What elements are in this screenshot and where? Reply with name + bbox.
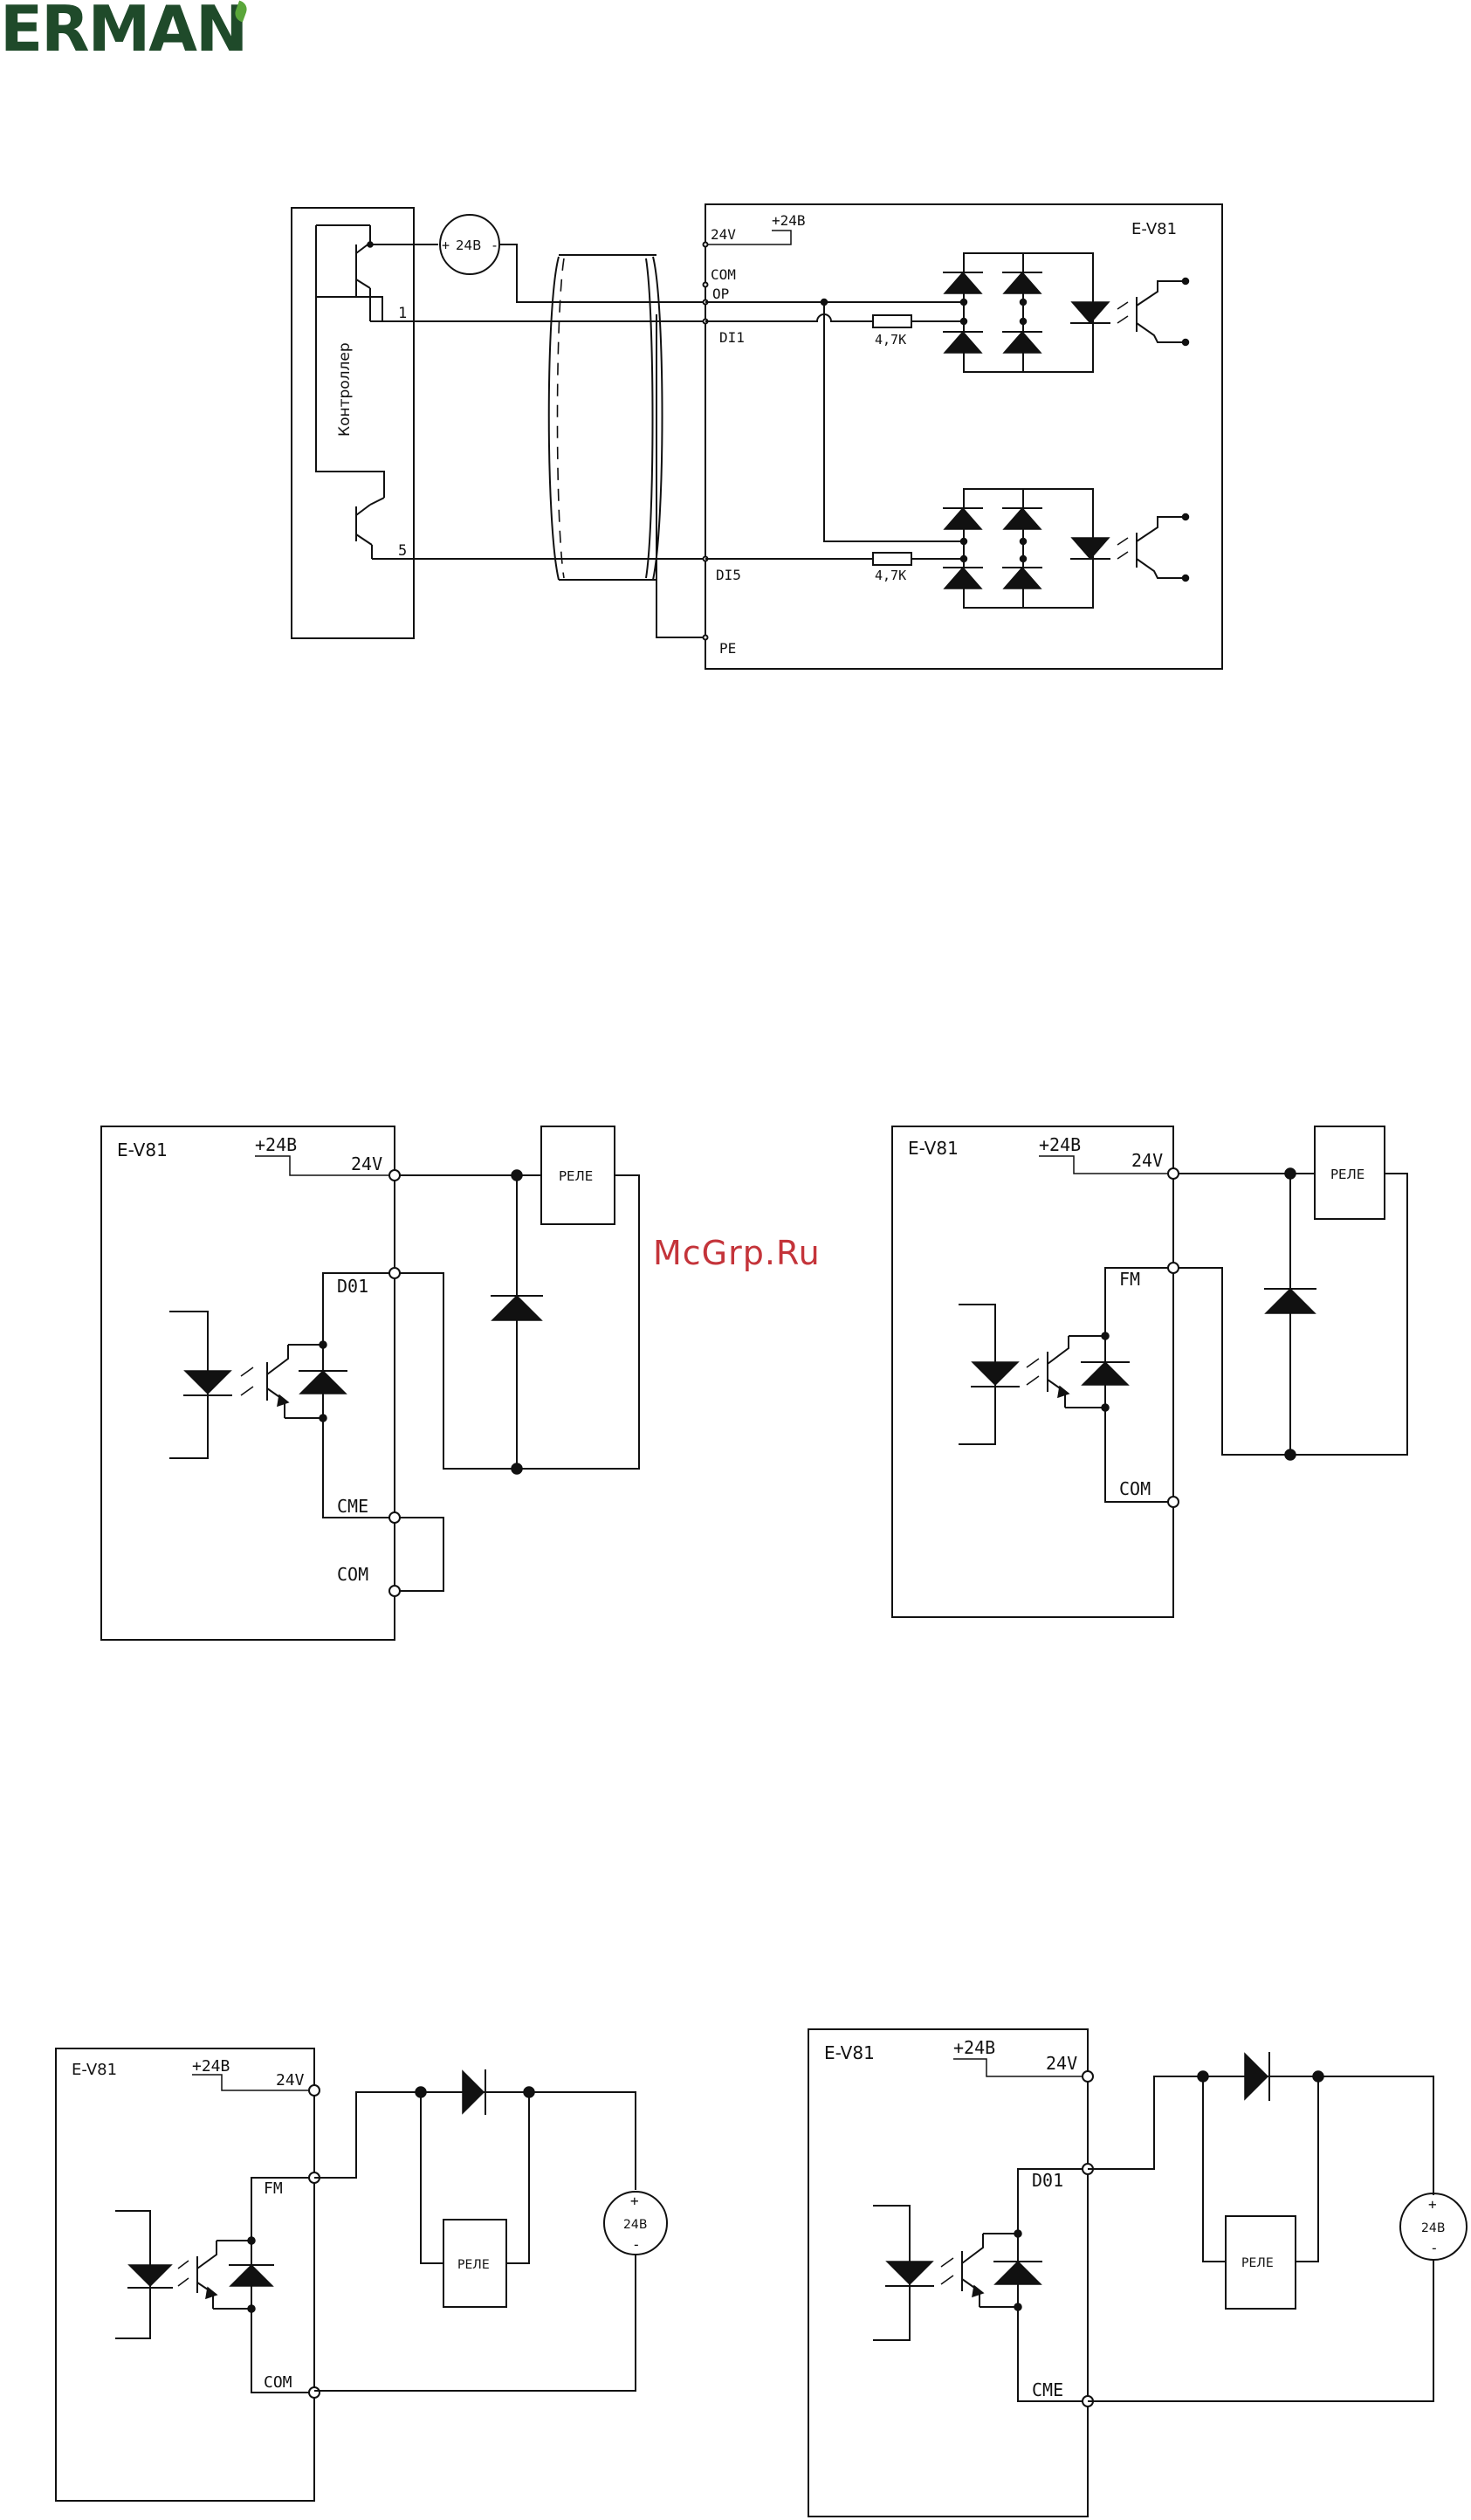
term-d01: D01 bbox=[1032, 2170, 1063, 2191]
plus24-label: +24В bbox=[953, 2037, 995, 2058]
relay-coil bbox=[1315, 1126, 1385, 1219]
controller-label: Контроллер bbox=[336, 342, 354, 437]
device-label: E-V81 bbox=[1131, 220, 1177, 238]
term-d01: D01 bbox=[337, 1276, 368, 1297]
device-box bbox=[705, 204, 1222, 669]
term-di5: DI5 bbox=[716, 567, 741, 583]
relay-coil bbox=[541, 1126, 615, 1224]
supply-plus: + bbox=[1428, 2196, 1437, 2213]
term-24v: 24V bbox=[1046, 2053, 1077, 2074]
device-label: E-V81 bbox=[908, 1138, 959, 1159]
relay-label: РЕЛЕ bbox=[1241, 2256, 1274, 2270]
terminal-5: 5 bbox=[398, 542, 407, 560]
term-com: COM bbox=[711, 266, 736, 283]
term-24v: 24V bbox=[1131, 1150, 1163, 1171]
terminal-1: 1 bbox=[398, 305, 407, 322]
relay-label: РЕЛЕ bbox=[1330, 1167, 1364, 1182]
plus24-label: +24В bbox=[1039, 1134, 1081, 1155]
external-supply bbox=[604, 2192, 667, 2255]
term-di1: DI1 bbox=[719, 329, 745, 346]
erman-logo: ERMAN bbox=[0, 0, 246, 58]
resistor-2 bbox=[873, 553, 911, 565]
term-24v: 24V bbox=[276, 2071, 305, 2090]
device-box bbox=[892, 1126, 1173, 1617]
device-box bbox=[56, 2048, 314, 2501]
plus24-label: +24В bbox=[255, 1134, 297, 1155]
supply-minus: - bbox=[632, 2236, 641, 2253]
supply-label: 24В bbox=[456, 238, 481, 253]
supply-source bbox=[440, 215, 499, 274]
term-cme: CME bbox=[1032, 2379, 1063, 2400]
term-fm: FM bbox=[1119, 1269, 1140, 1290]
supply-plus: + bbox=[630, 2193, 639, 2209]
term-com: COM bbox=[264, 2373, 292, 2392]
term-op: OP bbox=[712, 286, 729, 302]
device-box bbox=[808, 2029, 1088, 2517]
plus24-label: +24В bbox=[192, 2057, 230, 2076]
controller-box bbox=[292, 208, 414, 638]
supply-minus: - bbox=[491, 238, 498, 253]
device-box bbox=[101, 1126, 395, 1640]
supply-label: 24В bbox=[1421, 2221, 1445, 2235]
term-com: COM bbox=[337, 1564, 368, 1585]
term-24v: 24V bbox=[711, 226, 736, 243]
term-com: COM bbox=[1119, 1478, 1151, 1499]
watermark: McGrp.Ru bbox=[653, 1234, 821, 1272]
device-label: E-V81 bbox=[824, 2042, 875, 2063]
external-supply bbox=[1400, 2193, 1467, 2260]
term-pe: PE bbox=[719, 640, 736, 657]
resistor-1-label: 4,7K bbox=[875, 332, 906, 348]
term-plus24: +24В bbox=[772, 212, 806, 229]
relay-label: РЕЛЕ bbox=[457, 2258, 490, 2272]
relay-label: РЕЛЕ bbox=[559, 1168, 593, 1184]
device-label: E-V81 bbox=[117, 1140, 168, 1160]
term-24v: 24V bbox=[351, 1153, 382, 1174]
supply-label: 24В bbox=[623, 2218, 647, 2232]
opto-bridge-5 bbox=[943, 489, 1189, 608]
resistor-1 bbox=[873, 315, 911, 327]
opto-bridge-1 bbox=[943, 253, 1189, 372]
relay-coil bbox=[1226, 2216, 1296, 2309]
device-label: E-V81 bbox=[72, 2061, 117, 2079]
relay-coil bbox=[443, 2220, 506, 2307]
term-cme: CME bbox=[337, 1496, 368, 1517]
resistor-2-label: 4,7K bbox=[875, 568, 906, 583]
term-fm: FM bbox=[264, 2179, 283, 2198]
supply-minus: - bbox=[1430, 2240, 1439, 2256]
logo-text: ERMAN bbox=[0, 0, 246, 65]
supply-plus: + bbox=[442, 238, 450, 253]
